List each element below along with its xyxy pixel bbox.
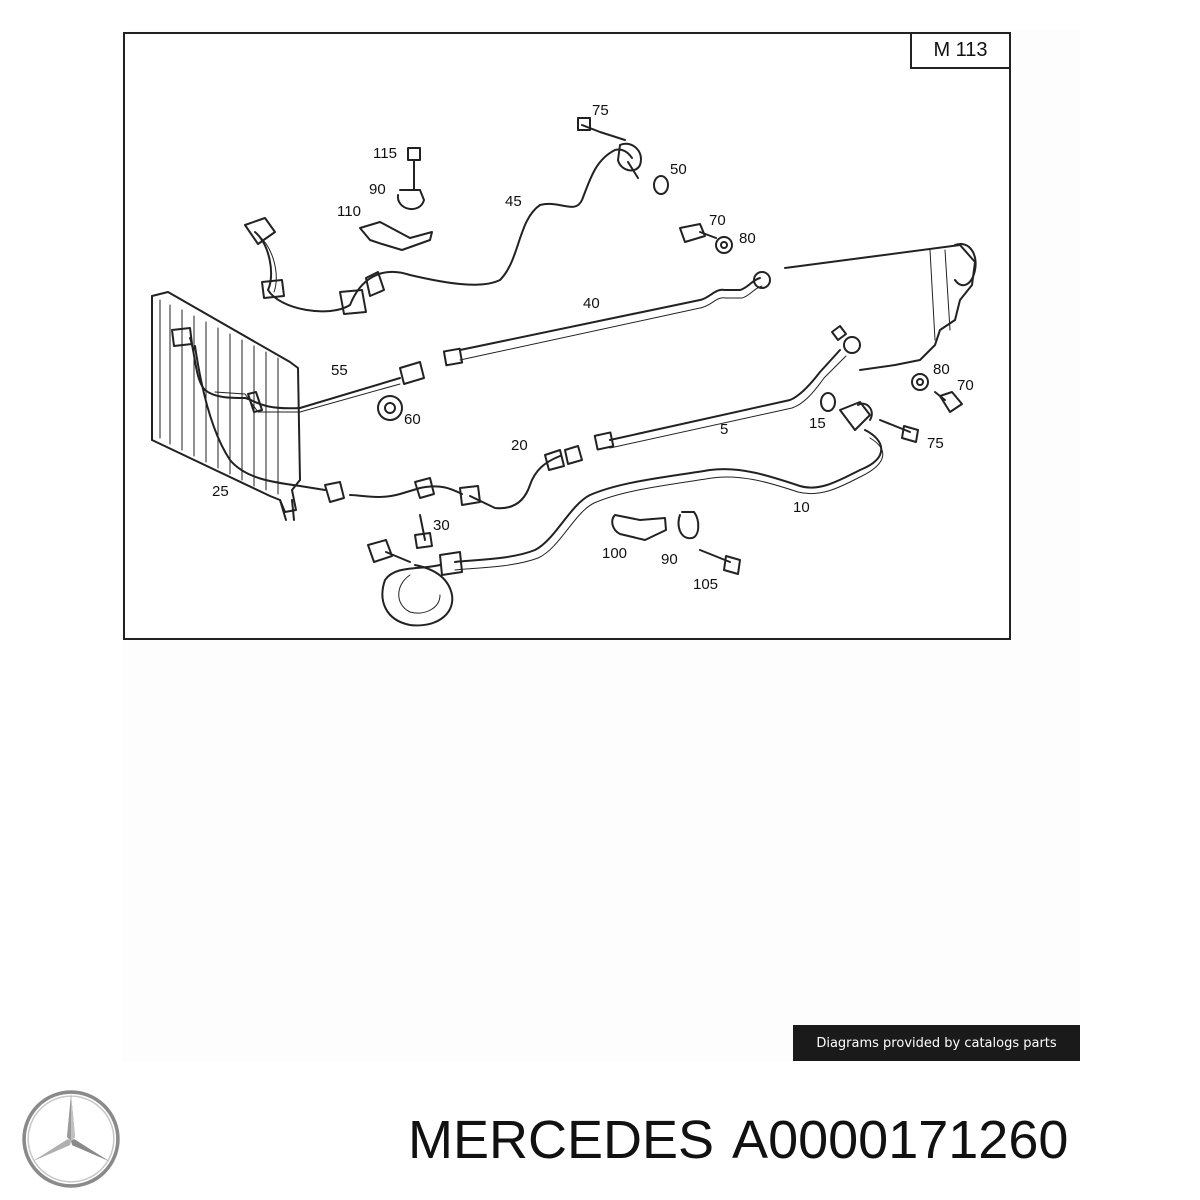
callout-70-top: 70 [709,212,726,229]
callout-90-bottom: 90 [661,551,678,568]
brand-name: MERCEDES [408,1110,715,1170]
callout-25: 25 [212,483,229,500]
pipe-25 [194,345,326,491]
callout-50: 50 [670,161,687,178]
mercedes-star-icon [22,1090,120,1188]
callout-5: 5 [720,421,728,438]
callout-80-right: 80 [933,361,950,378]
part-title: MERCEDES A0000171260 [408,1105,1188,1175]
callout-100: 100 [602,545,627,562]
pipe-10 [454,429,883,563]
callout-20: 20 [511,437,528,454]
callout-70-right: 70 [957,377,974,394]
credit-banner: Diagrams provided by catalogs parts [793,1025,1080,1061]
callout-115: 115 [373,145,397,162]
callout-60: 60 [404,411,421,428]
callout-105: 105 [693,576,718,593]
model-badge: M 113 [910,32,1011,69]
callout-75-right: 75 [927,435,944,452]
callout-75-top: 75 [592,102,609,119]
callout-10: 10 [793,499,810,516]
part-number: A0000171260 [732,1110,1069,1170]
callout-80-top: 80 [739,230,756,247]
diagram-frame [123,32,1011,640]
radiator [151,291,301,521]
pipe-45 [254,148,633,313]
callout-30: 30 [433,517,450,534]
transmission-housing [784,243,977,371]
pipe-5 [609,349,841,441]
callout-15: 15 [809,415,826,432]
callout-90-top: 90 [369,181,386,198]
callout-55: 55 [331,362,348,379]
pipe-55 [189,337,401,410]
pipe-40 [459,277,761,351]
callout-40: 40 [583,295,600,312]
callout-110: 110 [337,203,361,220]
callout-45: 45 [505,193,522,210]
